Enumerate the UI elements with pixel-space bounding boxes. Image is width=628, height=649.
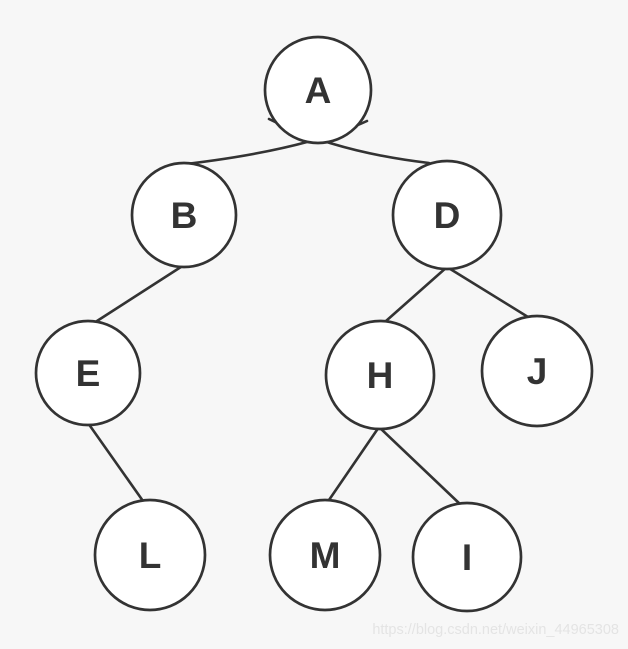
node-label-M: M (310, 535, 341, 576)
node-label-D: D (434, 195, 461, 236)
node-circle-I (411, 501, 523, 613)
edge-H-M (327, 425, 381, 502)
node-label-L: L (139, 535, 162, 576)
tree-node-A: A (263, 35, 373, 145)
node-circle-M (268, 498, 382, 612)
tree-node-L: L (93, 498, 207, 612)
node-label-B: B (171, 195, 198, 236)
node-circle-A (263, 35, 373, 145)
tree-node-J: J (480, 314, 594, 428)
node-label-I: I (462, 537, 472, 578)
edge-D-J (445, 265, 530, 319)
node-label-E: E (76, 353, 101, 394)
tree-node-I: I (411, 501, 523, 613)
tree-node-B: B (130, 161, 238, 269)
tree-node-E: E (34, 319, 142, 427)
edge-D-H (384, 265, 449, 323)
node-label-J: J (527, 351, 548, 392)
node-circle-H (324, 319, 436, 431)
tree-node-D: D (391, 159, 503, 271)
edge-H-I (377, 425, 463, 507)
node-label-A: A (305, 70, 332, 111)
edge-E-L (86, 421, 145, 503)
node-circle-J (480, 314, 594, 428)
node-circle-D (391, 159, 503, 271)
watermark: https://blog.csdn.net/weixin_44965308 (372, 622, 619, 638)
node-circle-B (130, 161, 238, 269)
tree-nodes: A B D E H J L (34, 35, 594, 613)
node-circle-E (34, 319, 142, 427)
node-label-H: H (367, 355, 394, 396)
tree-node-M: M (268, 498, 382, 612)
edge-B-E (95, 263, 186, 323)
node-circle-L (93, 498, 207, 612)
tree-node-H: H (324, 319, 436, 431)
